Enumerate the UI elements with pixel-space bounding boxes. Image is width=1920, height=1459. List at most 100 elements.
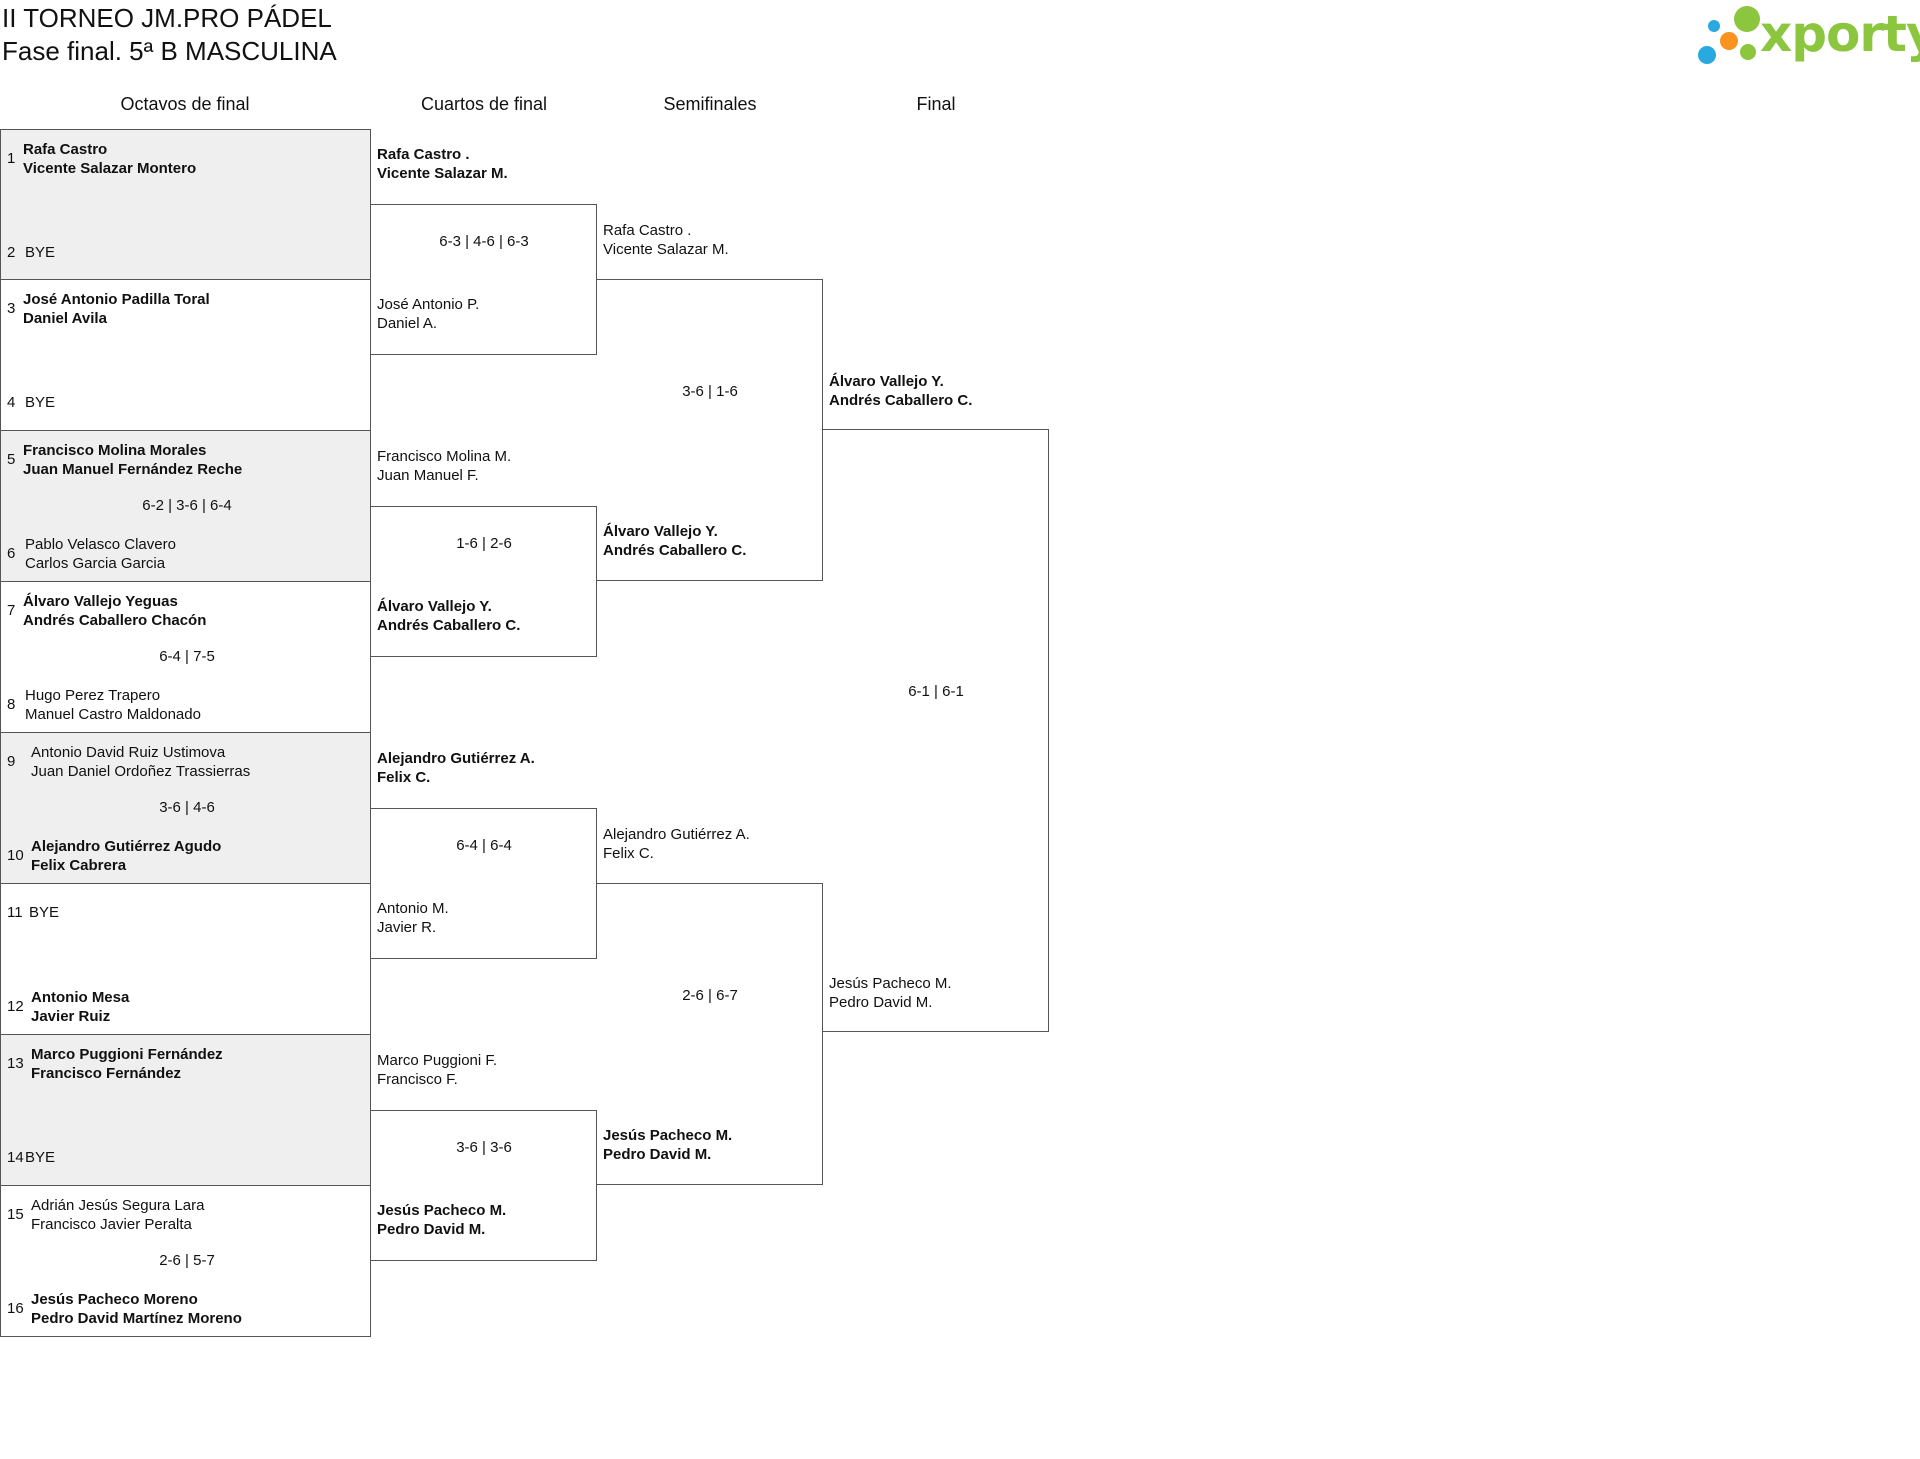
quarter-score: 6-4 | 6-4 xyxy=(456,837,512,854)
team-bottom-line-a: Hugo Perez Trapero xyxy=(25,687,161,704)
semi-team-bottom: Jesús Pacheco M. Pedro David M. xyxy=(603,1126,732,1164)
team-top-line-a: Álvaro Vallejo Yeguas xyxy=(23,593,178,610)
team-top-line-a: Adrián Jesús Segura Lara xyxy=(31,1197,205,1214)
semi-team-top-line-b: Vicente Salazar M. xyxy=(603,241,729,258)
final-team-bottom-line-a: Jesús Pacheco M. xyxy=(829,975,952,992)
final-team-top-line-a: Álvaro Vallejo Y. xyxy=(829,373,944,390)
team-bottom-line-b: Javier Ruiz xyxy=(31,1008,111,1025)
seed-number: 1 xyxy=(7,150,16,167)
team-top-line-a: José Antonio Padilla Toral xyxy=(23,291,210,308)
final-team-top-line-b: Andrés Caballero C. xyxy=(829,392,973,409)
team-top-line-a: Marco Puggioni Fernández xyxy=(31,1046,223,1063)
logo-dot-blue-small-icon xyxy=(1708,20,1720,32)
team-top-line-b: Francisco Fernández xyxy=(31,1065,182,1082)
quarter-team-top-line-a: Alejandro Gutiérrez A. xyxy=(377,750,535,767)
final-team-bottom: Jesús Pacheco M. Pedro David M. xyxy=(829,974,952,1012)
team-top-line-b: Vicente Salazar Montero xyxy=(23,160,197,177)
team-top-line-b: Andrés Caballero Chacón xyxy=(23,612,207,629)
match-semis-1: 3-6 | 1-6 xyxy=(597,279,823,581)
xporty-logo: xporty xyxy=(1696,4,1920,68)
bye-label: BYE xyxy=(25,1149,56,1166)
column-header-final: Final xyxy=(916,94,956,114)
quarter-team-top: Marco Puggioni F.Francisco F. xyxy=(377,1051,497,1089)
quarter-team-top-line-b: Felix C. xyxy=(377,769,431,786)
quarter-team-bottom-line-a: José Antonio P. xyxy=(377,296,480,313)
seed-number: 12 xyxy=(7,998,24,1015)
seed-number: 15 xyxy=(7,1206,24,1223)
seed-number: 5 xyxy=(7,451,16,468)
seed-number: 7 xyxy=(7,602,16,619)
semi-team-bottom-line-b: Pedro David M. xyxy=(603,1146,712,1163)
semi-team-top: Alejandro Gutiérrez A. Felix C. xyxy=(603,825,750,863)
match-semis-2: 2-6 | 6-7 xyxy=(597,883,823,1185)
quarter-team-bottom-line-a: Álvaro Vallejo Y. xyxy=(377,598,492,615)
seed-number: 6 xyxy=(7,545,16,562)
logo-dot-blue-icon xyxy=(1698,46,1716,64)
semi-team-top-line-a: Alejandro Gutiérrez A. xyxy=(603,826,750,843)
match-score: 6-4 | 7-5 xyxy=(159,648,215,665)
quarter-team-top-line-b: Juan Manuel F. xyxy=(377,467,479,484)
quarter-team-top-line-a: Rafa Castro . xyxy=(377,146,470,163)
final-team-bottom-line-b: Pedro David M. xyxy=(829,994,933,1011)
quarter-team-bottom-line-b: Daniel A. xyxy=(377,315,438,332)
match-score: 3-6 | 4-6 xyxy=(159,799,215,816)
semi-team-bottom-line-b: Andrés Caballero C. xyxy=(603,542,747,559)
semi-team-top: Rafa Castro .Vicente Salazar M. xyxy=(603,221,729,259)
seed-number: 11 xyxy=(7,904,23,921)
seed-number: 10 xyxy=(7,847,24,864)
semi-team-bottom-line-a: Jesús Pacheco M. xyxy=(603,1127,733,1144)
semi-team-bottom-line-a: Álvaro Vallejo Y. xyxy=(603,523,718,540)
team-bottom-line-a: Pablo Velasco Clavero xyxy=(25,536,176,553)
column-header-cuartos: Cuartos de final xyxy=(420,94,548,114)
seed-number: 3 xyxy=(7,300,16,317)
bye-label: BYE xyxy=(25,394,56,411)
team-top-line-b: Juan Manuel Fernández Reche xyxy=(23,461,243,478)
team-bottom-line-b: Carlos Garcia Garcia xyxy=(25,555,166,572)
quarter-team-bottom-line-a: Jesús Pacheco M. xyxy=(377,1202,507,1219)
seed-number: 8 xyxy=(7,696,16,713)
quarter-team-bottom-line-a: Antonio M. xyxy=(377,900,449,917)
quarter-team-bottom: Antonio M. Javier R. xyxy=(377,899,449,937)
seed-number: 14 xyxy=(7,1149,24,1166)
quarter-score: 6-3 | 4-6 | 6-3 xyxy=(439,233,529,250)
quarter-team-bottom-line-b: Javier R. xyxy=(377,919,437,936)
match-final: 6-1 | 6-1 xyxy=(823,429,1049,1032)
team-top-line-b: Juan Daniel Ordoñez Trassierras xyxy=(31,763,251,780)
team-bottom-line-b: Manuel Castro Maldonado xyxy=(25,706,201,723)
seed-number: 9 xyxy=(7,753,16,770)
quarter-team-top-line-b: Francisco F. xyxy=(377,1071,458,1088)
quarter-team-bottom: Jesús Pacheco M.Pedro David M. xyxy=(377,1201,506,1239)
semi-team-top-line-b: Felix C. xyxy=(603,845,654,862)
seed-number: 13 xyxy=(7,1055,24,1072)
match-cuartos-2: 1-6 | 2-6 xyxy=(371,506,597,657)
team-top-line-a: Rafa Castro xyxy=(23,141,108,158)
final-score: 6-1 | 6-1 xyxy=(908,683,964,700)
match-cuartos-3: 6-4 | 6-4 xyxy=(371,808,597,959)
column-header-semis: Semifinales xyxy=(663,94,757,114)
match-score: 2-6 | 5-7 xyxy=(159,1252,215,1269)
bye-label: BYE xyxy=(25,244,56,261)
team-top-line-b: Francisco Javier Peralta xyxy=(31,1216,192,1233)
team-bottom-line-b: Pedro David Martínez Moreno xyxy=(31,1310,242,1327)
quarter-team-top-line-b: Vicente Salazar M. xyxy=(377,165,508,182)
team-bottom-line-a: Alejandro Gutiérrez Agudo xyxy=(31,838,222,855)
logo-dot-green-icon xyxy=(1734,6,1760,32)
team-top-line-a: Antonio David Ruiz Ustimova xyxy=(31,744,226,761)
quarter-team-top-line-a: Francisco Molina M. xyxy=(377,448,512,465)
